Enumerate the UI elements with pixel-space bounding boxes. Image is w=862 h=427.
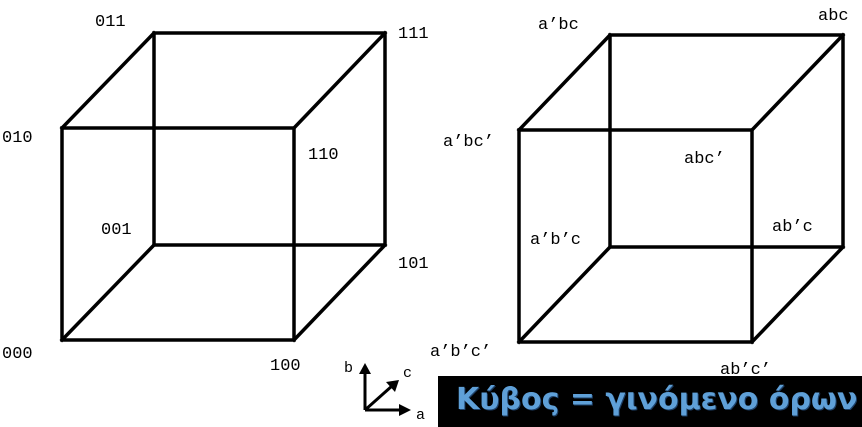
axis-c-arrowhead bbox=[386, 380, 399, 392]
axis-label-c: c bbox=[403, 365, 413, 382]
right-label-abc-prime: abc’ bbox=[684, 150, 725, 169]
right-label-abc-prime-b: a’bc bbox=[538, 16, 579, 35]
right-label-abc: abc bbox=[818, 7, 849, 26]
right-cube-edge bbox=[516, 244, 613, 345]
left-label-100: 100 bbox=[270, 357, 301, 376]
left-label-111: 111 bbox=[398, 25, 429, 44]
left-cube-edge bbox=[291, 242, 388, 343]
axis-label-b: b bbox=[344, 360, 354, 377]
right-label-a-prime-b-prime-c-prime: a’b’c’ bbox=[430, 343, 492, 362]
right-cube bbox=[516, 32, 846, 345]
left-label-110: 110 bbox=[308, 146, 339, 165]
right-cube-back-face bbox=[608, 33, 845, 249]
left-label-011: 011 bbox=[95, 13, 126, 32]
axis-label-a: a bbox=[416, 407, 426, 424]
right-cube-edge bbox=[749, 244, 846, 345]
right-label-a-prime-bc-prime: a’bc’ bbox=[443, 133, 495, 152]
right-label-a-prime-b-prime-c: a’b’c bbox=[530, 231, 582, 250]
title-banner: Κύβος = γινόμενο όρων bbox=[438, 376, 862, 427]
left-label-010: 010 bbox=[2, 129, 33, 148]
axis-b-arrowhead bbox=[359, 363, 371, 374]
left-cube-edge bbox=[59, 30, 157, 131]
right-cube-edge bbox=[516, 32, 613, 133]
axis-c-arrow bbox=[364, 384, 393, 412]
left-label-101: 101 bbox=[398, 255, 429, 274]
left-label-000: 000 bbox=[2, 345, 33, 364]
axis-indicator bbox=[359, 363, 411, 416]
right-label-ab-prime-c: ab’c bbox=[772, 218, 813, 237]
left-cube-edge bbox=[291, 30, 388, 131]
left-cube-back-face bbox=[152, 31, 387, 247]
right-label-ab-prime-c-prime: ab’c’ bbox=[720, 361, 772, 380]
banner-text: Κύβος = γινόμενο όρων bbox=[456, 382, 858, 417]
right-cube-edge bbox=[749, 32, 846, 133]
left-cube-front-face bbox=[60, 126, 296, 342]
axis-a-arrowhead bbox=[399, 404, 411, 416]
left-cube-edge bbox=[59, 242, 157, 343]
left-label-001: 001 bbox=[101, 221, 132, 240]
